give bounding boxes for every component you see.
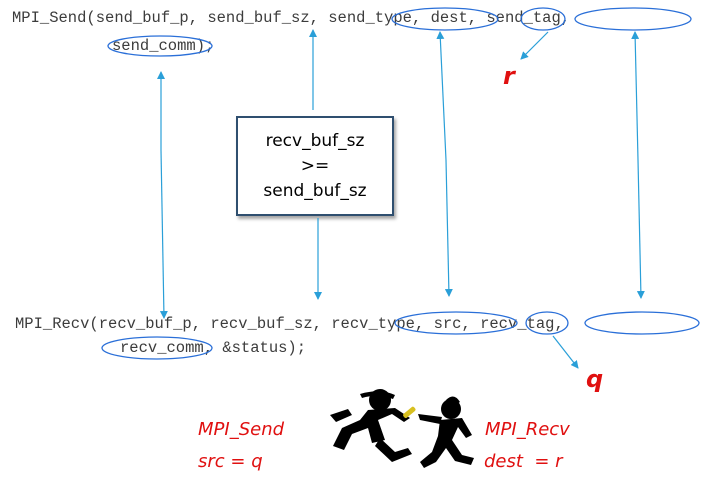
mpi-send-line-1: MPI_Send(send_buf_p, send_buf_sz, send_t… — [12, 9, 571, 27]
arrow-comm-down — [159, 149, 168, 319]
highlight-send-comm — [107, 35, 213, 57]
rank-q-label: q — [586, 365, 604, 393]
arrow-tag-up — [631, 31, 640, 161]
highlight-src — [525, 311, 569, 335]
highlight-recv-comm — [101, 336, 213, 360]
relay-runners-icon — [330, 389, 474, 468]
recv-label-name: MPI_Recv — [485, 419, 570, 440]
arrow-tag-down — [636, 159, 645, 299]
highlight-recv-tag — [584, 311, 700, 335]
send-label-src: src = q — [198, 451, 263, 472]
buffer-size-constraint-box: recv_buf_sz >= send_buf_sz — [236, 116, 394, 216]
box-line-ge: >= — [300, 155, 330, 176]
highlight-send-type — [391, 7, 499, 31]
mpi-recv-line-1: MPI_Recv(recv_buf_p, recv_buf_sz, recv_t… — [15, 315, 564, 333]
highlight-dest — [520, 7, 566, 31]
recv-label-dest: dest = r — [484, 451, 563, 472]
arrow-src-to-q — [552, 335, 579, 369]
box-line-recv-buf-sz: recv_buf_sz — [265, 130, 365, 151]
highlight-send-tag — [574, 7, 692, 31]
highlight-recv-type — [394, 311, 518, 335]
arrow-type-down — [444, 159, 453, 297]
mpi-recv-line-2: recv_comm, &status); — [120, 339, 307, 357]
box-line-send-buf-sz: send_buf_sz — [263, 180, 367, 201]
mpi-send-line-2: send_comm); — [112, 37, 215, 55]
rank-r-label: r — [503, 62, 515, 90]
arrow-type-up — [436, 31, 447, 161]
send-label-name: MPI_Send — [198, 419, 285, 440]
arrow-dest-to-r — [520, 31, 549, 60]
